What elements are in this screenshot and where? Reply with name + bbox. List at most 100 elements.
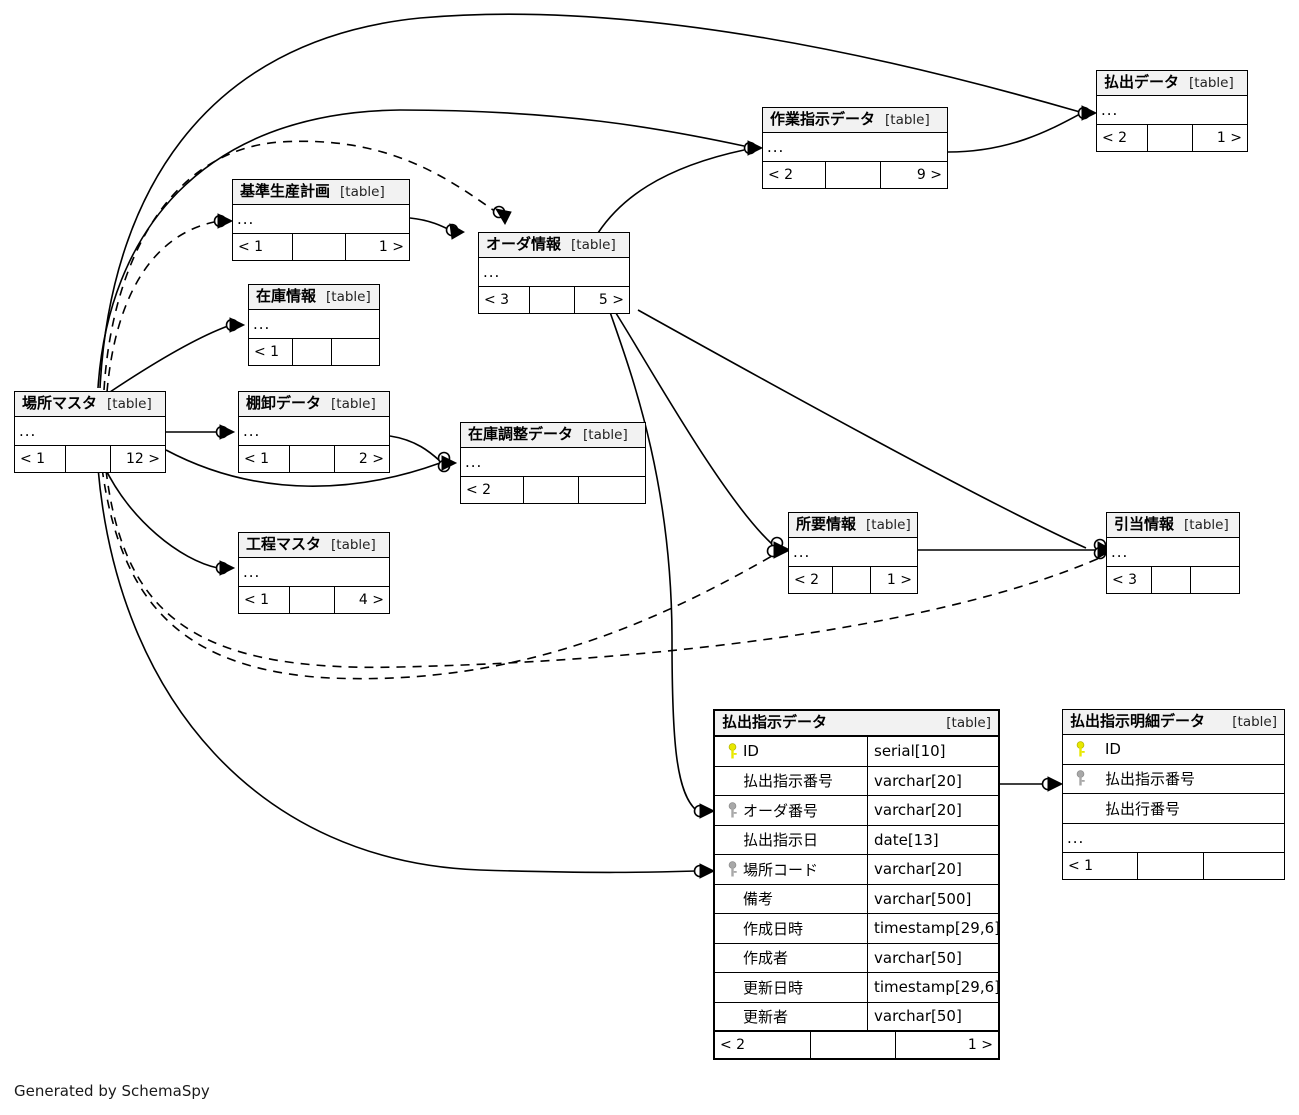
table-row[interactable]: 作成者 varchar[50] (715, 943, 998, 973)
table-row[interactable]: 払出指示番号 varchar[20] (715, 766, 998, 796)
table-ellipsis-row: ... (1107, 538, 1239, 567)
footer-mid (1152, 567, 1192, 593)
table-row[interactable]: 場所コード varchar[20] (715, 855, 998, 885)
footer-mid (826, 162, 881, 188)
table-ellipsis-row: ... (763, 133, 947, 162)
table-basho-master[interactable]: 場所マスタ [table] ... < 1 12 > (14, 391, 166, 473)
column-name-cell: 更新日時 (715, 973, 868, 1002)
column-type: varchar[50] (874, 1007, 962, 1026)
crowfoot-hikiate (1097, 541, 1114, 559)
column-label: 作成日時 (743, 919, 804, 938)
table-order-jouhou[interactable]: オーダ情報 [table] ... < 3 5 > (478, 232, 630, 314)
table-footer: < 3 5 > (479, 287, 629, 313)
column-name-cell: 更新者 (715, 1002, 868, 1030)
table-haraidashi-data[interactable]: 払出データ [table] ... < 2 1 > (1096, 70, 1248, 152)
column-label: ID (743, 742, 759, 761)
table-footer: < 1 2 > (239, 446, 389, 472)
table-ellipsis-row: ... (479, 258, 629, 287)
table-koutei-master[interactable]: 工程マスタ [table] ... < 1 4 > (238, 532, 390, 614)
table-row[interactable]: オーダ番号 varchar[20] (715, 796, 998, 826)
table-kijunseisankeikaku[interactable]: 基準生産計画 [table] ... < 1 1 > (232, 179, 410, 261)
table-row[interactable]: 備考 varchar[500] (715, 884, 998, 914)
footer-mid (1138, 852, 1205, 879)
table-header: 在庫情報 [table] (249, 285, 379, 310)
crowfoot-order-kijun (449, 223, 465, 240)
column-name-cell: 払出指示番号 (715, 766, 868, 795)
edge-basho-to-haraidashi (99, 13, 1081, 389)
table-title: 場所マスタ (22, 394, 98, 412)
table-ellipsis-row: ... (789, 538, 917, 567)
table-ellipsis-row: ... (239, 417, 389, 446)
table-tag: [table] (1189, 75, 1234, 91)
table-row[interactable]: ID serial[10] (715, 737, 998, 767)
crowfoot-tanaoroshi (219, 424, 236, 440)
table-tag: [table] (1184, 517, 1229, 533)
column-type: timestamp[29,6] (874, 919, 1001, 938)
table-header: 工程マスタ [table] (239, 533, 389, 558)
table-tag: [table] (331, 537, 376, 553)
footer-mid (833, 567, 871, 593)
column-name-cell: ID (1063, 735, 1284, 764)
footer-left: < 1 (239, 446, 290, 472)
table-row[interactable]: 払出行番号 (1063, 794, 1284, 824)
table-tag: [table] (571, 237, 616, 253)
table-haraidashishiji-data[interactable]: 払出指示データ [table] ID serial[10] 払出指示番号 var… (713, 709, 1000, 1060)
footer-mid (811, 1032, 897, 1058)
footer-left: < 2 (715, 1032, 812, 1058)
column-type: varchar[20] (874, 771, 962, 790)
table-ellipsis-row: ... (1063, 824, 1284, 853)
table-tag: [table] (331, 396, 376, 412)
table-tag: [table] (107, 396, 152, 412)
footer-left: < 2 (461, 477, 524, 503)
edge-order-to-sagyoushiji (597, 149, 745, 234)
column-name-cell: 作成者 (715, 943, 868, 972)
table-header: 所要情報 [table] (789, 513, 917, 538)
column-label: 作成者 (743, 949, 789, 968)
footer-left: < 1 (15, 446, 66, 472)
table-header: 在庫調整データ [table] (461, 423, 645, 448)
crowfoot-sagyoushiji (747, 140, 764, 156)
footer-right: 1 > (378, 239, 404, 255)
table-header: 払出データ [table] (1097, 71, 1247, 96)
table-row[interactable]: 作成日時 timestamp[29,6] (715, 914, 1001, 944)
table-footer: < 3 (1107, 567, 1239, 593)
table-row[interactable]: 払出指示日 date[13] (715, 825, 998, 855)
column-name-cell: ID (715, 737, 868, 766)
column-label: 払出指示日 (743, 831, 819, 850)
table-tag: [table] (946, 715, 991, 731)
table-zaiko-jouhou[interactable]: 在庫情報 [table] ... < 1 (248, 284, 380, 366)
column-type: timestamp[29,6] (874, 978, 1001, 997)
table-row[interactable]: 更新者 varchar[50] (715, 1002, 998, 1032)
table-shoyou-jouhou[interactable]: 所要情報 [table] ... < 2 1 > (788, 512, 918, 594)
table-haraidashishijimeisai-data[interactable]: 払出指示明細データ [table] ID 払出指示番号 払出行番号 (1062, 709, 1285, 880)
crowfoot-meisai (1047, 776, 1064, 792)
table-header: 払出指示データ [table] (715, 711, 998, 737)
table-sagyoushiji-data[interactable]: 作業指示データ [table] ... < 2 9 > (762, 107, 948, 189)
footer-mid (293, 339, 333, 365)
footer-left: < 2 (763, 162, 826, 188)
table-row[interactable]: 払出指示番号 (1063, 765, 1284, 794)
footer-left: < 2 (1097, 125, 1148, 151)
table-title: 所要情報 (796, 515, 857, 533)
table-zaikochousei-data[interactable]: 在庫調整データ [table] ... < 2 (460, 422, 646, 504)
table-row[interactable]: 更新日時 timestamp[29,6] (715, 973, 1001, 1003)
crowfoot-order-basho (494, 208, 512, 226)
column-name-cell: 払出指示番号 (1063, 765, 1284, 794)
edge-basho-to-hikiate (105, 469, 1105, 669)
table-tag: [table] (885, 112, 930, 128)
table-row[interactable]: ID (1063, 735, 1284, 765)
table-title: オーダ情報 (486, 235, 562, 253)
table-tanaoroshi-data[interactable]: 棚卸データ [table] ... < 1 2 > (238, 391, 390, 473)
table-footer: < 1 (1063, 852, 1284, 879)
crowfoot-zaikochousei (441, 455, 458, 471)
footer-mid (530, 287, 575, 313)
table-title: 払出指示データ (722, 713, 828, 731)
footer-right: 1 > (967, 1037, 993, 1053)
table-footer: < 2 9 > (763, 162, 947, 188)
footer-mid (290, 446, 335, 472)
footer-left: < 3 (1107, 567, 1152, 593)
table-hikiate-jouhou[interactable]: 引当情報 [table] ... < 3 (1106, 512, 1240, 594)
footer-left: < 1 (249, 339, 294, 365)
edge-order-to-haraidashishiji-order (609, 311, 697, 811)
